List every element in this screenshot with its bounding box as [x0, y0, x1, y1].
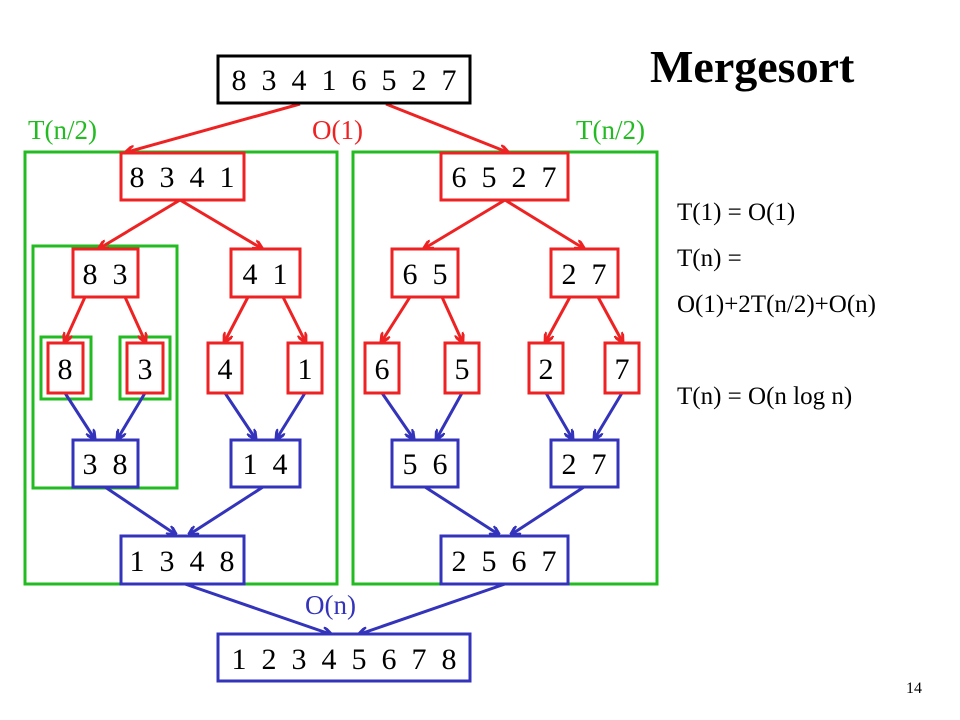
leaf-1-value: 1 — [298, 353, 313, 386]
split-arrow — [123, 296, 145, 341]
split-arrow — [281, 296, 305, 341]
merged-5-6-values: 5 6 — [403, 448, 448, 481]
recurrence-general-line1: T(n) = — [677, 245, 742, 272]
split-arrow — [225, 296, 250, 341]
merge-arrow — [424, 485, 498, 534]
page-number: 14 — [906, 680, 922, 697]
split-arrow — [440, 296, 462, 341]
split-arrow — [382, 296, 412, 341]
merged-3-8-values: 3 8 — [83, 448, 128, 481]
merge-arrows — [63, 392, 624, 634]
merged-node-1-4 — [229, 438, 302, 489]
result-values: 1 2 3 4 5 6 7 8 — [232, 643, 457, 676]
result-node — [216, 632, 472, 683]
merge-arrow — [63, 392, 94, 438]
root-node-values: 8 3 4 1 6 5 2 7 — [232, 64, 457, 97]
right-half-node — [439, 151, 570, 202]
right-sorted-values: 2 5 6 7 — [452, 545, 557, 578]
right-half-cost-label: T(n/2) — [576, 115, 645, 145]
root-node: 8 3 4 1 6 5 2 7 — [216, 54, 472, 105]
split-arrow — [179, 198, 261, 248]
leaf-4-value: 4 — [218, 353, 233, 386]
left-half-cost-label: T(n/2) — [28, 115, 97, 145]
node-6-5-values: 6 5 — [403, 258, 448, 291]
recurrence-solution: T(n) = O(n log n) — [677, 383, 852, 410]
merged-node-2-7 — [549, 438, 620, 489]
leaf-node-7 — [603, 341, 641, 395]
divide-cost-label: O(1) — [312, 115, 363, 145]
merge-arrow — [380, 392, 413, 438]
split-arrow — [65, 296, 87, 341]
split-arrow — [385, 102, 507, 152]
leaf-5-value: 5 — [455, 353, 470, 386]
split-arrows — [65, 102, 622, 341]
leaf-2-value: 2 — [539, 353, 554, 386]
left-half-node — [119, 151, 246, 202]
node-8-3-values: 8 3 — [83, 258, 128, 291]
leaf-node-8 — [46, 341, 85, 395]
left-sorted-node — [119, 534, 246, 586]
split-arrow — [127, 102, 301, 152]
left-half-values: 8 3 4 1 — [130, 161, 235, 194]
leaf-node-5 — [443, 341, 481, 395]
merge-arrow — [277, 392, 307, 438]
leaf-node-1 — [286, 341, 324, 395]
left-sorted-values: 1 3 4 8 — [130, 545, 235, 578]
merge-arrow — [595, 392, 624, 438]
recurrence-base: T(1) = O(1) — [677, 199, 795, 226]
merged-1-4-values: 1 4 — [243, 448, 288, 481]
merge-arrow — [512, 485, 585, 534]
leaf-node-4 — [206, 341, 244, 395]
split-arrow — [100, 198, 181, 248]
split-nodes — [46, 151, 641, 395]
merge-arrow — [118, 392, 147, 438]
node-labels: 8 3 4 1 6 5 2 7 8 3 4 1 6 5 2 7 8 3 4 1 … — [58, 161, 630, 676]
node-8-3 — [71, 247, 140, 299]
leaf-node-2 — [527, 341, 565, 395]
slide-title: Mergesort — [650, 41, 855, 92]
right-sorted-node — [439, 534, 570, 586]
split-arrow — [546, 296, 572, 341]
merge-arrow — [104, 485, 175, 534]
node-6-5 — [390, 247, 460, 299]
merge-cost-label: O(n) — [305, 590, 356, 620]
leaf-8-value: 8 — [58, 353, 73, 386]
leaf-node-3 — [125, 341, 165, 395]
merge-arrow — [223, 392, 255, 438]
recurrence-block: T(1) = O(1) T(n) = O(1)+2T(n/2)+O(n) T(n… — [677, 199, 876, 410]
node-4-1-values: 4 1 — [243, 258, 288, 291]
merge-arrow — [437, 392, 464, 438]
leaf-node-6 — [363, 341, 401, 395]
split-arrow — [504, 198, 583, 248]
leaf-7-value: 7 — [615, 353, 630, 386]
merge-arrow — [190, 485, 264, 534]
leaf-6-value: 6 — [375, 353, 390, 386]
split-arrow — [596, 296, 622, 341]
leaf-3-value: 3 — [138, 353, 153, 386]
node-2-7 — [549, 247, 620, 299]
node-4-1 — [229, 247, 302, 299]
merge-nodes — [71, 438, 620, 683]
merge-arrow — [544, 392, 572, 438]
right-half-values: 6 5 2 7 — [452, 161, 557, 194]
merged-node-3-8 — [71, 438, 140, 489]
merge-arrow — [184, 582, 330, 634]
recurrence-general-line2: O(1)+2T(n/2)+O(n) — [677, 291, 876, 318]
merged-2-7-values: 2 7 — [562, 448, 607, 481]
split-arrow — [425, 198, 506, 248]
merged-node-5-6 — [390, 438, 460, 489]
node-2-7-values: 2 7 — [562, 258, 607, 291]
merge-arrow — [360, 582, 506, 634]
